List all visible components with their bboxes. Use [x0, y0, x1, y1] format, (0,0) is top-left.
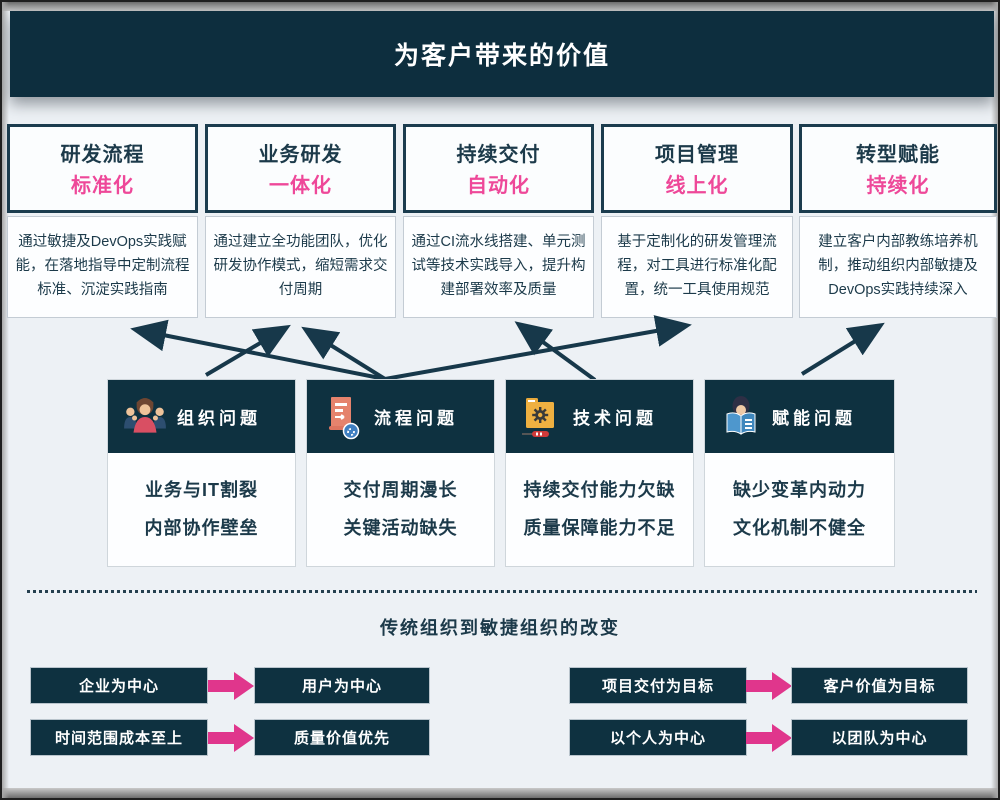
solution-title: 项目管理 [655, 144, 739, 166]
problem-box-process: 流程问题 交付周期漫长 关键活动缺失 [306, 379, 495, 567]
solution-subtitle: 线上化 [665, 175, 729, 197]
dotted-divider [27, 590, 977, 593]
problem-box-enablement: 赋能问题 缺少变革内动力 文化机制不健全 [704, 379, 895, 567]
problem-line: 交付周期漫长 [343, 480, 458, 500]
problem-box-organization: 组织问题 业务与IT割裂 内部协作壁垒 [107, 379, 296, 567]
problem-line: 文化机制不健全 [733, 518, 866, 538]
solution-box-rd-process: 研发流程 标准化 [7, 124, 198, 213]
problem-line: 持续交付能力欠缺 [523, 480, 676, 500]
problem-header: 赋能问题 [705, 380, 894, 453]
solution-desc: 建立客户内部教练培养机制，推动组织内部敏捷及DevOps实践持续深入 [799, 216, 997, 318]
solution-subtitle: 持续化 [866, 175, 930, 197]
solution-box-project-mgmt: 项目管理 线上化 [601, 124, 793, 213]
page-title: 为客户带来的价值 [10, 11, 994, 97]
solution-title: 研发流程 [60, 144, 145, 166]
problem-title: 技术问题 [573, 409, 657, 428]
solution-title: 持续交付 [456, 144, 541, 166]
problem-title: 组织问题 [177, 409, 261, 428]
solution-box-biz-dev: 业务研发 一体化 [205, 124, 396, 213]
transform-to: 客户价值为目标 [791, 667, 968, 704]
problem-title: 流程问题 [374, 409, 458, 428]
solution-title: 业务研发 [258, 144, 343, 166]
slide-edge-left [2, 2, 9, 798]
problem-body: 交付周期漫长 关键活动缺失 [307, 453, 494, 566]
transform-to: 以团队为中心 [791, 719, 968, 756]
problem-line: 关键活动缺失 [343, 518, 458, 538]
pink-arrow-icon [208, 719, 256, 756]
problem-body: 缺少变革内动力 文化机制不健全 [705, 453, 894, 566]
problem-header: 技术问题 [506, 380, 693, 453]
transform-from: 时间范围成本至上 [30, 719, 208, 756]
tech-folder-icon [522, 397, 554, 437]
people-group-icon [124, 397, 166, 433]
transform-to: 用户为中心 [254, 667, 430, 704]
slide-edge-top [2, 2, 998, 11]
solution-title: 转型赋能 [856, 144, 940, 166]
transform-from: 企业为中心 [30, 667, 208, 704]
process-document-icon [329, 396, 360, 439]
reading-person-icon [726, 395, 756, 435]
solution-subtitle: 自动化 [467, 175, 530, 197]
pink-arrow-icon [746, 719, 794, 756]
transform-from: 以个人为中心 [569, 719, 747, 756]
solution-subtitle: 一体化 [269, 175, 332, 197]
problem-title: 赋能问题 [772, 409, 856, 428]
pink-arrow-icon [208, 667, 256, 704]
solution-desc: 通过敏捷及DevOps实践赋能，在落地指导中定制流程标准、沉淀实践指南 [7, 216, 198, 318]
solution-box-transform-enable: 转型赋能 持续化 [799, 124, 997, 213]
solution-desc: 通过建立全功能团队，优化研发协作模式，缩短需求交付周期 [205, 216, 396, 318]
problem-line: 缺少变革内动力 [733, 480, 866, 500]
solution-box-continuous-delivery: 持续交付 自动化 [403, 124, 594, 213]
solution-desc: 通过CI流水线搭建、单元测试等技术实践导入，提升构建部署效率及质量 [403, 216, 594, 318]
problem-line: 业务与IT割裂 [145, 480, 258, 500]
solution-desc: 基于定制化的研发管理流程，对工具进行标准化配置，统一工具使用规范 [601, 216, 793, 318]
transformation-title: 传统组织到敏捷组织的改变 [380, 618, 620, 638]
problem-line: 质量保障能力不足 [523, 518, 676, 538]
problem-body: 业务与IT割裂 内部协作壁垒 [108, 453, 295, 566]
problem-line: 内部协作壁垒 [144, 518, 259, 538]
problem-box-technology: 技术问题 持续交付能力欠缺 质量保障能力不足 [505, 379, 694, 567]
problem-body: 持续交付能力欠缺 质量保障能力不足 [506, 453, 693, 566]
slide-edge-bottom [2, 788, 998, 798]
solution-subtitle: 标准化 [71, 175, 134, 197]
problem-header: 组织问题 [108, 380, 295, 453]
slide-edge-right [991, 2, 998, 798]
problem-header: 流程问题 [307, 380, 494, 453]
pink-arrow-icon [746, 667, 794, 704]
transform-to: 质量价值优先 [254, 719, 430, 756]
transform-from: 项目交付为目标 [569, 667, 747, 704]
